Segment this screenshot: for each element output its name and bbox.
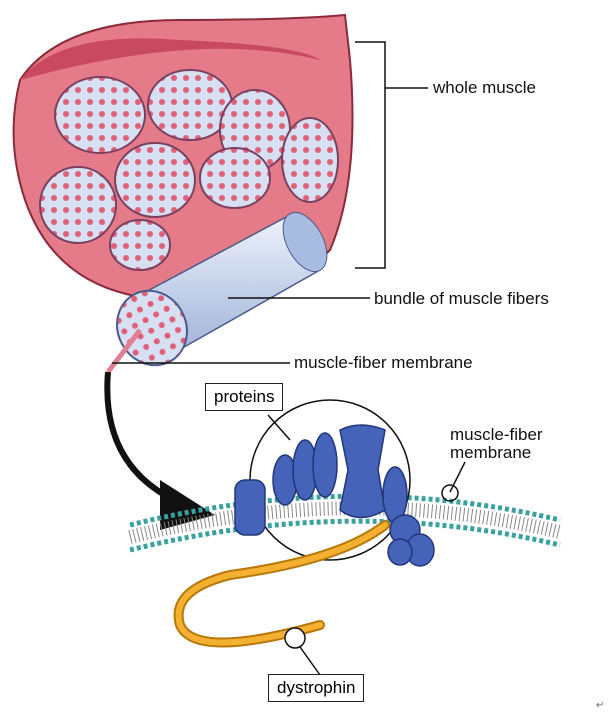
membrane-zoom-circle xyxy=(441,484,459,502)
dystrophin-protein xyxy=(173,520,390,649)
label-whole-muscle: whole muscle xyxy=(433,78,536,97)
curved-arrow xyxy=(104,371,215,530)
corner-mark: ↵ xyxy=(596,700,605,711)
label-bundle-of-muscle-fibers: bundle of muscle fibers xyxy=(374,289,549,308)
label-membrane-right-line2: membrane xyxy=(450,443,532,462)
label-dystrophin: dystrophin xyxy=(268,674,365,702)
leader-lines xyxy=(112,41,466,676)
muscle-fiber-bundle xyxy=(106,212,328,374)
protein-complex xyxy=(234,424,435,567)
label-proteins: proteins xyxy=(205,383,284,411)
whole-muscle-cross-section xyxy=(12,13,354,302)
label-muscle-fiber-membrane: muscle-fiber membrane xyxy=(294,353,473,372)
label-membrane-right-line1: muscle-fiber xyxy=(450,425,543,444)
